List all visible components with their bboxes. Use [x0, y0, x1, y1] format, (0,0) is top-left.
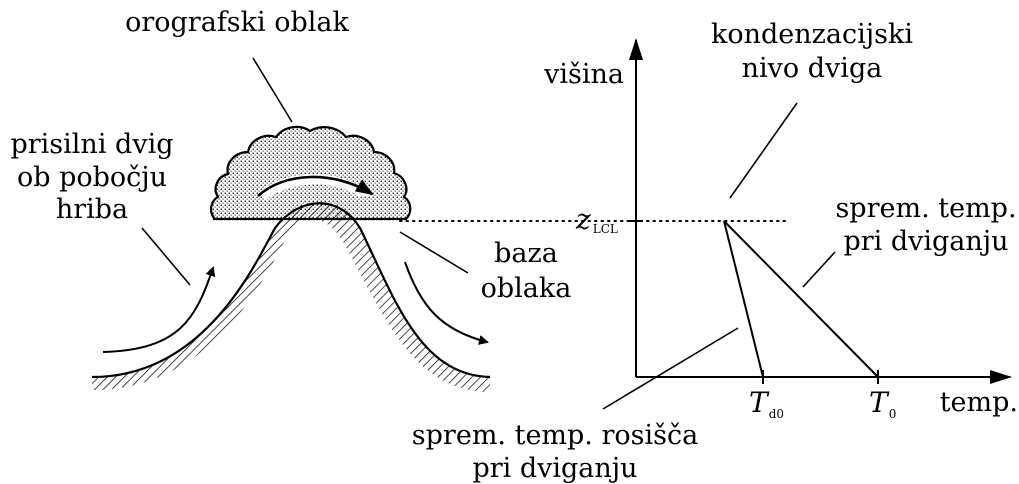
cloud-label: orografski oblak: [125, 7, 349, 38]
dewpoint-label-line2: pri dviganju: [472, 453, 637, 484]
dewpoint-leader: [603, 328, 738, 409]
y-axis-label: višina: [543, 59, 624, 90]
t-0-subscript: 0: [889, 407, 897, 421]
cloud-base-label-line2: oblaka: [481, 273, 572, 304]
t-d0-label: Td0: [749, 386, 784, 421]
x-axis-label: temp.: [940, 387, 1018, 418]
dewpoint-label-line1: sprem. temp. rosišča: [412, 420, 698, 451]
t-d0-subscript: d0: [769, 407, 784, 421]
dry-adiabat-label-line2: pri dviganju: [843, 226, 1008, 257]
mountain-hatch: [92, 203, 490, 392]
lcl-label-leader: [730, 103, 797, 198]
t-d0-symbol: T: [749, 386, 770, 419]
dry-adiabat-leader: [803, 252, 835, 287]
dry-adiabat-label-line1: sprem. temp.: [835, 193, 1016, 224]
mountain-scene: orografski oblak prisilni dvig ob pobočj…: [10, 7, 571, 392]
cloud-label-leader: [253, 58, 292, 122]
forced-lift-label-line1: prisilni dvig: [10, 129, 173, 160]
forced-lift-leader: [142, 228, 190, 285]
lcl-label-line2: nivo dviga: [742, 53, 883, 84]
dewpoint-profile-line: [724, 221, 763, 377]
z-lcl-subscript: LCL: [593, 222, 618, 236]
t-0-label: T0: [869, 386, 896, 421]
orographic-cloud: [211, 127, 410, 219]
cloud-base-leader: [400, 232, 468, 273]
z-lcl-symbol: z: [575, 203, 591, 236]
downslope-flow-arrow: [405, 262, 487, 342]
lcl-label-line1: kondenzacijski: [711, 19, 913, 50]
forced-lift-label-line3: hriba: [56, 194, 128, 225]
cloud-base-label-line1: baza: [494, 238, 558, 269]
forced-lift-label-line2: ob pobočju: [17, 162, 167, 193]
t-0-symbol: T: [869, 386, 890, 419]
